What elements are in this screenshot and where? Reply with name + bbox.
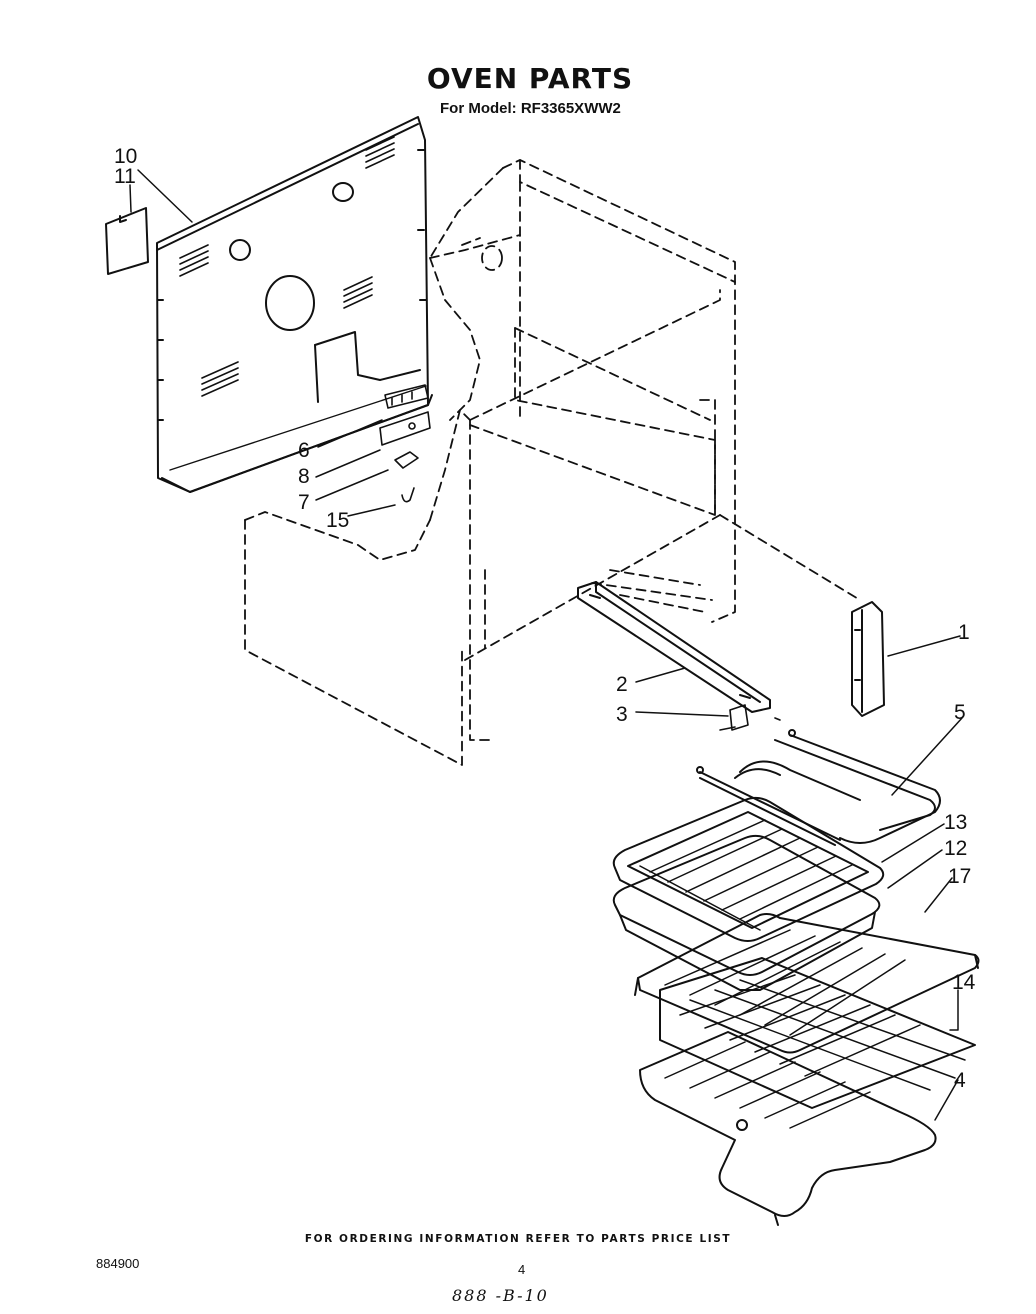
callout-11: 11 bbox=[114, 165, 136, 188]
callout-15: 15 bbox=[326, 509, 350, 532]
callout-4: 4 bbox=[954, 1069, 966, 1092]
oven-cavity-body bbox=[429, 159, 861, 741]
callout-1: 1 bbox=[958, 621, 970, 644]
handwritten-code: 888 -B-10 bbox=[452, 1286, 549, 1305]
page-title: OVEN PARTS bbox=[426, 62, 634, 95]
broil-element bbox=[696, 729, 941, 846]
callout-14: 14 bbox=[952, 971, 976, 994]
callout-7: 7 bbox=[298, 491, 310, 514]
callout-8: 8 bbox=[298, 465, 310, 488]
bracket-plate bbox=[379, 411, 431, 446]
ordering-note: FOR ORDERING INFORMATION REFER TO PARTS … bbox=[304, 1233, 732, 1245]
callout-3: 3 bbox=[616, 703, 628, 726]
oven-rack-17 bbox=[634, 913, 980, 1054]
callout-10: 10 bbox=[114, 145, 138, 168]
bake-element bbox=[639, 1031, 937, 1226]
callout-5: 5 bbox=[954, 701, 966, 724]
rear-liner-panel bbox=[156, 116, 433, 493]
callout-6: 6 bbox=[298, 439, 310, 462]
model-subtitle: For Model: RF3365XWW2 bbox=[440, 100, 621, 117]
document-number: 884900 bbox=[96, 1256, 140, 1271]
callout-12: 12 bbox=[944, 837, 968, 860]
side-panel bbox=[244, 257, 481, 766]
terminal-block bbox=[384, 384, 429, 409]
cover-plate bbox=[105, 207, 149, 275]
vent-trim bbox=[851, 601, 885, 717]
broiler-grid bbox=[612, 796, 885, 942]
broiler-pan bbox=[612, 834, 881, 991]
page-number: 4 bbox=[518, 1262, 526, 1277]
callout-17: 17 bbox=[948, 865, 972, 888]
clip bbox=[394, 451, 419, 469]
callout-13: 13 bbox=[944, 811, 968, 834]
wire-clip bbox=[401, 487, 415, 503]
oven-rack-14 bbox=[659, 957, 976, 1109]
rail-bracket bbox=[719, 704, 781, 731]
leader-lines bbox=[129, 169, 963, 1121]
callout-2: 2 bbox=[616, 673, 628, 696]
support-rail bbox=[577, 581, 771, 713]
